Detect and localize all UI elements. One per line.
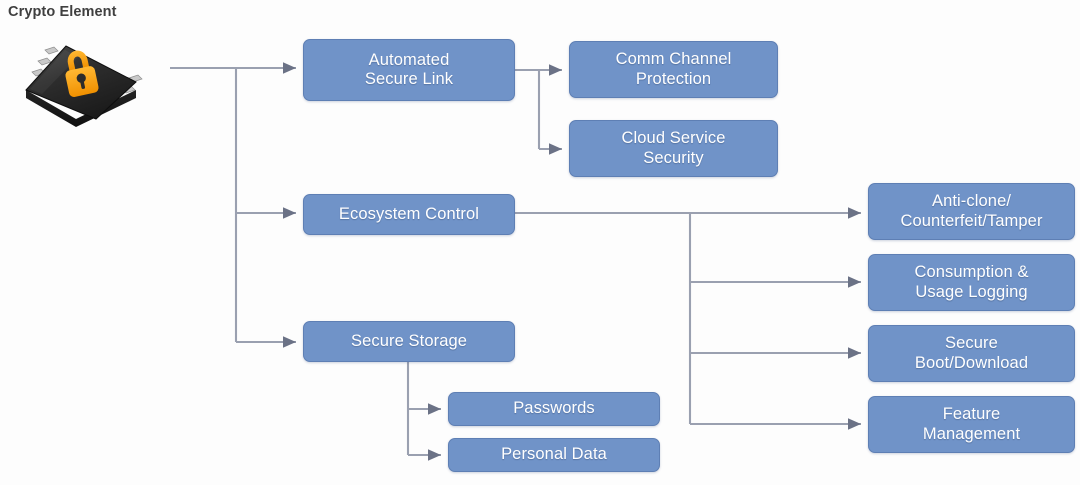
node-secure-storage[interactable]: Secure Storage: [303, 321, 515, 362]
node-label: Secure Storage: [350, 331, 468, 350]
node-label: Personal Data: [501, 445, 607, 464]
node-passwords[interactable]: Passwords: [448, 392, 660, 426]
node-label: Anti-clone/Counterfeit/Tamper: [900, 192, 1043, 230]
crypto-chip-padlock-icon: [8, 28, 160, 128]
node-personal-data[interactable]: Personal Data: [448, 438, 660, 472]
node-label: Consumption &Usage Logging: [914, 263, 1029, 301]
page-title: Crypto Element: [8, 4, 117, 20]
node-anti-clone-counterfeit-tamper[interactable]: Anti-clone/Counterfeit/Tamper: [868, 183, 1075, 240]
node-consumption-usage-logging[interactable]: Consumption &Usage Logging: [868, 254, 1075, 311]
node-label: Passwords: [513, 399, 595, 418]
node-label: Ecosystem Control: [338, 204, 480, 223]
node-ecosystem-control[interactable]: Ecosystem Control: [303, 194, 515, 235]
